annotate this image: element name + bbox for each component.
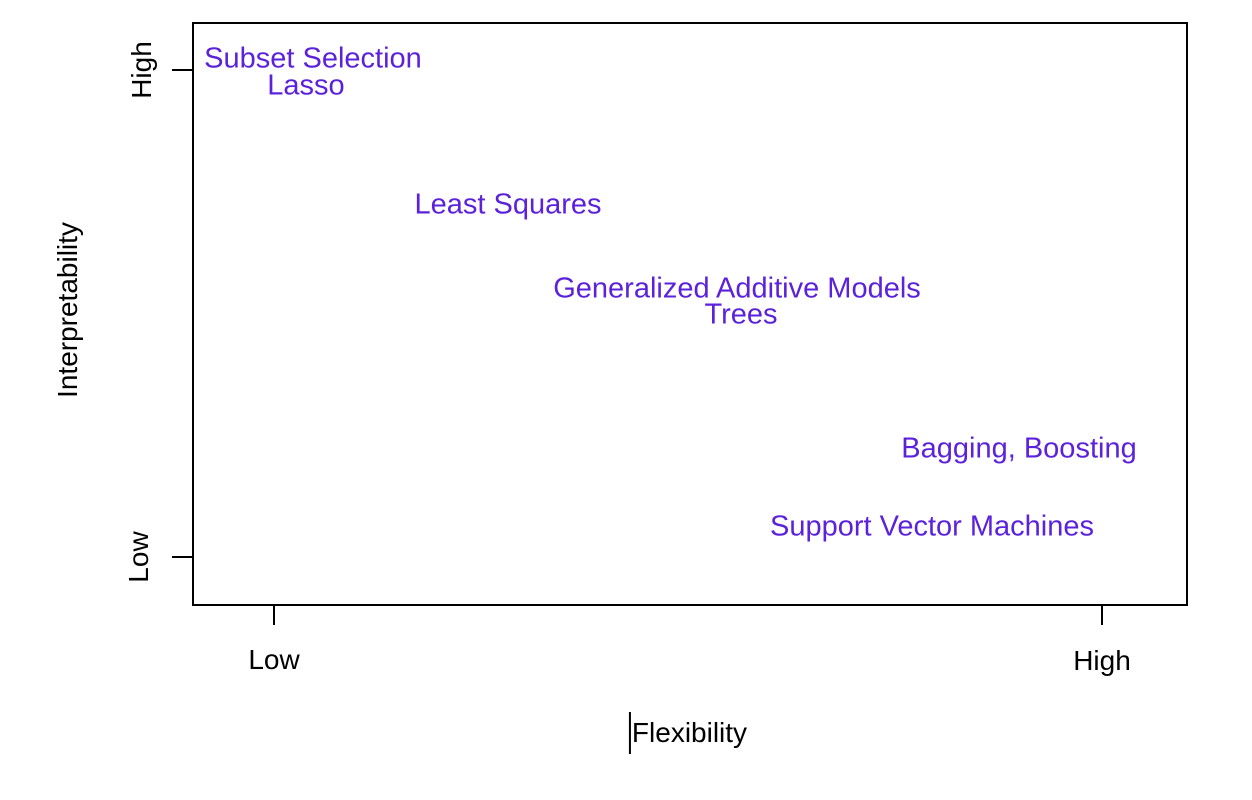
annotation-support-vector-machines: Support Vector Machines — [769, 510, 1095, 543]
x-tick-label-high: High — [1073, 645, 1131, 676]
annotation-lasso: Lasso — [267, 69, 345, 102]
annotation-bagging-boosting: Bagging, Boosting — [901, 432, 1137, 465]
y-axis-tick-low — [172, 556, 192, 558]
plot-area — [192, 22, 1188, 606]
y-axis-title: Interpretability — [52, 222, 83, 398]
y-axis-tick-high — [172, 69, 192, 71]
x-axis-tick-low — [273, 606, 275, 625]
x-axis-title: Flexibility — [631, 717, 748, 748]
x-tick-label-low: Low — [248, 644, 300, 675]
annotation-subset-selection: Subset Selection — [204, 42, 422, 75]
annotation-generalized-additive-models: Generalized Additive Models — [553, 272, 921, 305]
y-tick-label-low: Low — [123, 531, 154, 583]
x-axis-title-row: Flexibility — [628, 712, 748, 754]
annotation-least-squares: Least Squares — [414, 188, 602, 221]
x-axis-tick-high — [1101, 606, 1103, 625]
annotation-trees: Trees — [704, 298, 778, 331]
text-cursor — [628, 712, 631, 754]
y-tick-label-high: High — [126, 41, 157, 99]
